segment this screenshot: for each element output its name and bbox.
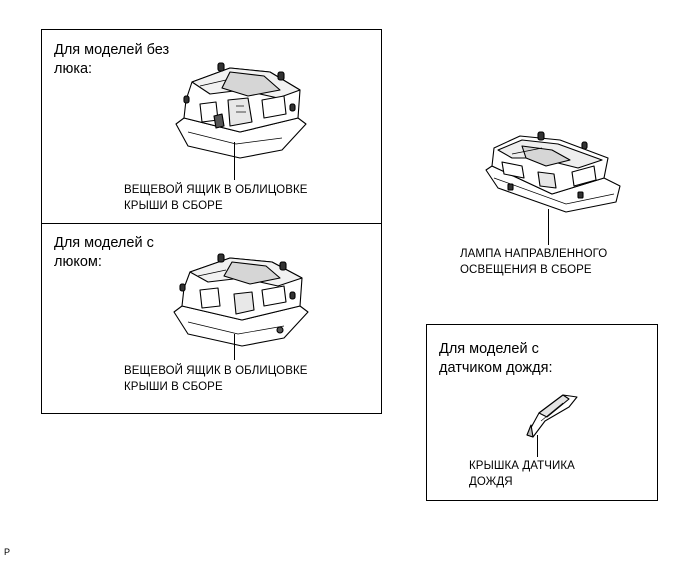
leader-line <box>234 142 235 180</box>
rain-sensor-cover-icon <box>526 394 578 438</box>
panel-heading-line1: Для моделей с <box>439 341 539 357</box>
map-lamp-label-line2: ОСВЕЩЕНИЯ В СБОРЕ <box>460 264 592 276</box>
roof-console-box-icon <box>175 62 307 159</box>
part-label-line1: ВЕЩЕВОЙ ЯЩИК В ОБЛИЦОВКЕ <box>124 365 308 377</box>
part-label-line2: КРЫШИ В СБОРЕ <box>124 381 223 393</box>
map-lamp-assembly-icon <box>485 131 621 213</box>
map-lamp-label-line1: ЛАМПА НАПРАВЛЕННОГО <box>460 248 608 260</box>
panel-heading-line1: Для моделей без <box>54 42 170 58</box>
panel-no-sunroof: Для моделей без люка: <box>41 29 382 224</box>
panel-heading-line2: люком: <box>54 254 102 270</box>
footer-mark: P <box>4 547 11 557</box>
part-label-line2: КРЫШИ В СБОРЕ <box>124 200 223 212</box>
leader-line <box>548 209 549 245</box>
panel-heading-line2: датчиком дождя: <box>439 360 553 376</box>
part-label-line1: КРЫШКА ДАТЧИКА <box>469 460 575 472</box>
panel-with-sunroof: Для моделей с люком: ВЕЩЕВОЙ Я <box>41 223 382 414</box>
panel-heading-line2: люка: <box>54 61 93 77</box>
part-label-line1: ВЕЩЕВОЙ ЯЩИК В ОБЛИЦОВКЕ <box>124 184 308 196</box>
roof-console-box-sunroof-icon <box>173 253 309 347</box>
leader-line <box>537 435 538 457</box>
panel-rain-sensor: Для моделей с датчиком дождя: КРЫШКА ДАТ… <box>426 324 658 501</box>
part-label-line2: ДОЖДЯ <box>469 476 513 488</box>
leader-line <box>234 334 235 360</box>
panel-heading-line1: Для моделей с <box>54 235 154 251</box>
